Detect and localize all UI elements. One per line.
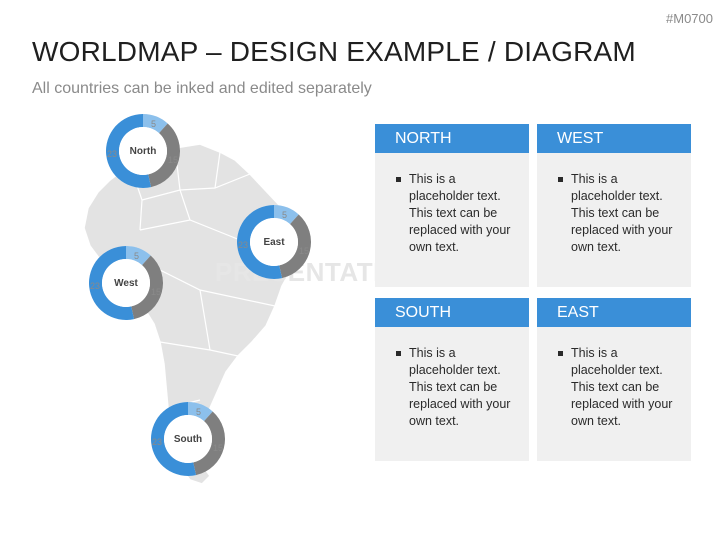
card-title: NORTH (375, 124, 529, 153)
bullet-icon (558, 351, 563, 356)
donut-chart (106, 114, 180, 188)
card-text: This is a placeholder text. This text ca… (409, 172, 511, 254)
donut-value-5: 5 (134, 251, 140, 261)
card-title: EAST (537, 298, 691, 327)
slide-code: #M0700 (666, 11, 713, 26)
bullet-icon (396, 351, 401, 356)
donut-hole (102, 259, 150, 307)
donut-chart (237, 205, 311, 279)
donut-east: East 5 15 23 (234, 202, 314, 282)
donut-segment-gray (279, 214, 311, 279)
donut-hole (119, 127, 167, 175)
donut-value-5: 5 (282, 210, 288, 220)
donut-value-15: 15 (151, 287, 162, 297)
donut-segment-gray (148, 123, 180, 188)
donut-chart (89, 246, 163, 320)
donut-label: West (114, 277, 138, 289)
card-text: This is a placeholder text. This text ca… (571, 346, 673, 428)
donut-hole (250, 218, 298, 266)
donut-label: South (173, 433, 203, 445)
donut-chart (151, 402, 225, 476)
donut-value-15: 15 (168, 155, 179, 165)
card-west: WEST This is a placeholder text. This te… (537, 124, 691, 287)
donut-segment-blue (237, 205, 283, 279)
donut-segment-light-blue (143, 114, 168, 134)
donut-hole (164, 415, 212, 463)
slide-subtitle: All countries can be inked and edited se… (32, 80, 372, 97)
donut-label: North (129, 145, 157, 157)
donut-value-5: 5 (196, 407, 202, 417)
donut-segment-gray (131, 255, 163, 320)
bullet-icon (558, 177, 563, 182)
card-north: NORTH This is a placeholder text. This t… (375, 124, 529, 287)
donut-value-15: 15 (299, 246, 310, 256)
card-body: This is a placeholder text. This text ca… (375, 153, 529, 256)
donut-segment-blue (89, 246, 135, 320)
card-body: This is a placeholder text. This text ca… (537, 327, 691, 430)
card-text: This is a placeholder text. This text ca… (571, 172, 673, 254)
donut-segment-light-blue (274, 205, 299, 225)
bullet-icon (396, 177, 401, 182)
card-title: SOUTH (375, 298, 529, 327)
donut-segment-light-blue (188, 402, 213, 422)
donut-value-23: 23 (90, 281, 101, 291)
card-body: This is a placeholder text. This text ca… (375, 327, 529, 430)
donut-segment-gray (193, 411, 225, 476)
donut-segment-blue (151, 402, 197, 476)
donut-value-15: 15 (213, 443, 224, 453)
card-south: SOUTH This is a placeholder text. This t… (375, 298, 529, 461)
card-body: This is a placeholder text. This text ca… (537, 153, 691, 256)
card-title: WEST (537, 124, 691, 153)
donut-value-23: 23 (238, 240, 249, 250)
donut-label: East (263, 236, 285, 248)
donut-value-5: 5 (151, 119, 157, 129)
donut-south: South 5 15 23 (148, 399, 228, 479)
card-text: This is a placeholder text. This text ca… (409, 346, 511, 428)
card-east: EAST This is a placeholder text. This te… (537, 298, 691, 461)
donut-value-23: 23 (152, 437, 163, 447)
donut-west: West 5 15 23 (86, 243, 166, 323)
donut-north: North 5 15 23 (103, 111, 183, 191)
donut-value-23: 23 (107, 149, 118, 159)
donut-segment-blue (106, 114, 152, 188)
slide-title: WORLDMAP – DESIGN EXAMPLE / DIAGRAM (32, 36, 636, 67)
donut-segment-light-blue (126, 246, 151, 266)
